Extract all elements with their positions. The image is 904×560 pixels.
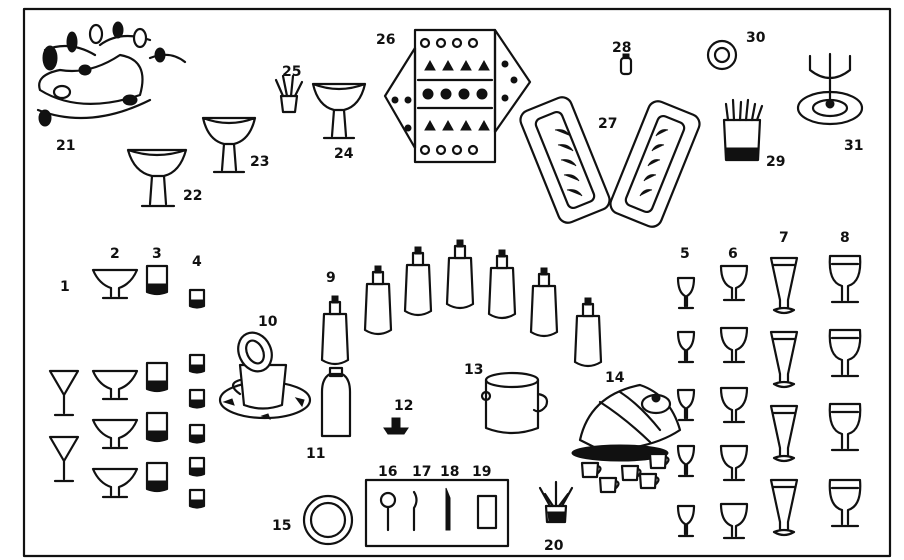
glass-column-8 <box>828 254 862 528</box>
shot-glass <box>188 288 206 309</box>
label-2: 2 <box>110 246 120 262</box>
label-13: 13 <box>464 362 483 378</box>
label-8: 8 <box>840 230 850 246</box>
label-4: 4 <box>192 254 202 270</box>
label-24: 24 <box>334 146 354 162</box>
label-29: 29 <box>766 154 785 170</box>
shot-glass <box>188 456 206 477</box>
cutlery-set-16-19 <box>364 478 510 548</box>
relish-tray-27 <box>519 96 611 224</box>
diagram-frame <box>22 7 892 558</box>
label-15: 15 <box>272 518 291 534</box>
label-30: 30 <box>746 30 766 46</box>
bottle <box>573 296 603 368</box>
candelabra-31 <box>796 52 864 126</box>
label-7: 7 <box>779 230 789 246</box>
cocktail-glass <box>48 435 80 483</box>
milk-bottle-11 <box>320 366 352 438</box>
tumbler-glass <box>145 411 169 443</box>
label-27: 27 <box>598 116 617 132</box>
relish-tray-27b <box>609 100 701 228</box>
label-25: 25 <box>282 64 301 80</box>
flower-arrangement-21 <box>36 21 187 127</box>
bottle <box>320 294 350 366</box>
cocktail-glass <box>48 369 80 417</box>
glass-column-7 <box>769 256 799 537</box>
napkin-ring-30 <box>706 39 738 71</box>
label-28: 28 <box>612 40 631 56</box>
item-labels: 1 2 3 4 5 6 7 8 9 10 11 12 13 14 15 16 1… <box>56 30 863 554</box>
label-10: 10 <box>258 314 278 330</box>
shot-glass <box>188 388 206 409</box>
cutlery-holder-29 <box>722 98 764 162</box>
bottle <box>363 264 393 336</box>
label-19: 19 <box>472 464 491 480</box>
tumbler-glass <box>145 361 169 393</box>
label-5: 5 <box>680 246 690 262</box>
tumbler-glass <box>145 264 169 296</box>
label-3: 3 <box>152 246 162 262</box>
bottle <box>487 248 517 320</box>
tumbler-glass <box>145 461 169 493</box>
label-14: 14 <box>605 370 625 386</box>
bottle <box>529 266 559 338</box>
label-9: 9 <box>326 270 336 286</box>
salt-shaker-28 <box>619 53 633 76</box>
bottle <box>445 238 475 310</box>
label-16: 16 <box>378 464 397 480</box>
compote-23 <box>201 116 257 174</box>
shot-glass <box>188 353 206 374</box>
bottle <box>403 245 433 317</box>
serving-tray-26 <box>383 28 532 164</box>
label-20: 20 <box>544 538 564 554</box>
toothpick-holder-25 <box>274 74 304 114</box>
shot-glass <box>188 488 206 509</box>
label-17: 17 <box>412 464 431 480</box>
champagne-glass <box>91 467 139 499</box>
label-18: 18 <box>440 464 459 480</box>
champagne-glass <box>91 418 139 450</box>
glass-column-5 <box>676 276 696 538</box>
champagne-glass <box>91 268 139 300</box>
champagne-glass <box>91 369 139 401</box>
cup-and-saucer-10 <box>218 331 312 420</box>
label-31: 31 <box>844 138 863 154</box>
glass-column-6 <box>719 264 749 540</box>
small-plant-20 <box>538 480 574 524</box>
plate-15 <box>302 494 354 546</box>
shot-glass <box>188 423 206 444</box>
label-23: 23 <box>250 154 269 170</box>
compote-22 <box>126 148 188 208</box>
cooking-pot-13 <box>480 371 549 435</box>
label-22: 22 <box>183 188 202 204</box>
label-6: 6 <box>728 246 738 262</box>
small-dish-12 <box>383 417 409 435</box>
label-12: 12 <box>394 398 413 414</box>
label-11: 11 <box>306 446 325 462</box>
compote-24 <box>311 82 367 140</box>
tea-service-14 <box>571 383 682 494</box>
label-26: 26 <box>376 32 395 48</box>
label-1: 1 <box>60 279 70 295</box>
label-21: 21 <box>56 138 75 154</box>
